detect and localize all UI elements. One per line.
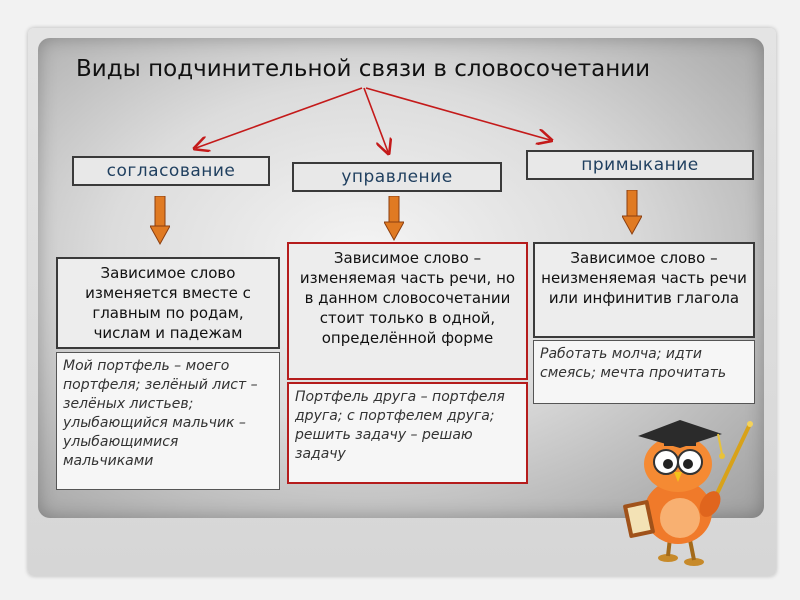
examples-box-upravlenie: Портфель друга – портфеля друга; с портф… <box>287 382 528 484</box>
diagram-title: Виды подчинительной связи в словосочетан… <box>76 56 651 82</box>
definition-box-soglasovanie: Зависимое слово изменяется вместе с глав… <box>56 257 280 349</box>
category-box-upravlenie: управление <box>292 162 502 192</box>
connector-arrow-left <box>196 87 363 148</box>
down-arrow-icon <box>622 190 642 236</box>
down-arrow-icon <box>384 196 404 242</box>
owl-scholar-icon <box>623 420 753 566</box>
down-arrow-icon <box>150 196 170 246</box>
category-box-primykanie: примыкание <box>526 150 754 180</box>
connector-arrow-right <box>365 87 550 140</box>
category-box-soglasovanie: согласование <box>72 156 270 186</box>
definition-box-upravlenie: Зависимое слово – изменяемая часть речи,… <box>287 242 528 380</box>
examples-box-primykanie: Работать молча; идти смеясь; мечта прочи… <box>533 340 755 404</box>
definition-box-primykanie: Зависимое слово – неизменяемая часть реч… <box>533 242 755 338</box>
examples-box-soglasovanie: Мой портфель – моего портфеля; зелёный л… <box>56 352 280 490</box>
connector-arrow-center <box>363 87 388 152</box>
